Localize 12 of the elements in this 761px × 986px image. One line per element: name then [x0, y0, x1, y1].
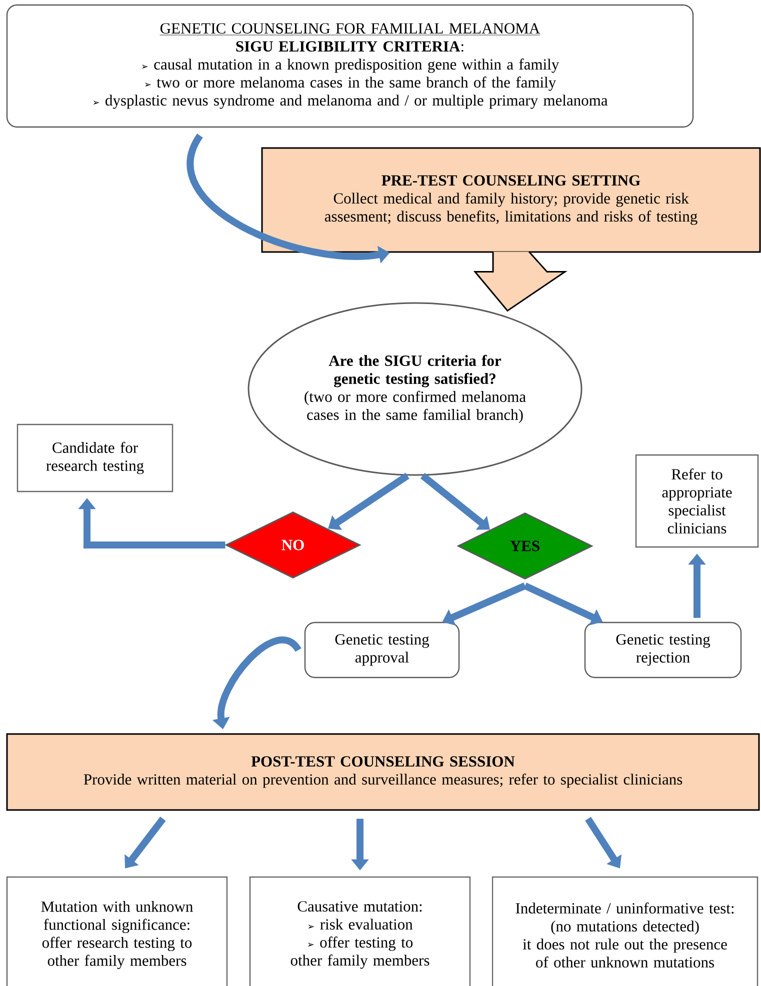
outcome-box: Refer to appropriate specialist clinicians	[635, 454, 759, 548]
process-box: Genetic testing approval	[304, 622, 460, 678]
outcome-box: Candidate for research testing	[16, 424, 174, 492]
outcome-box: Indeterminate / uninformative test: (no mutations detected) it does not rule out the presence of other unknown mutations	[492, 876, 758, 986]
process-box: PRE-TEST COUNSELING SETTING Collect medical and family history; provide genetic risk assesment; discuss benefits, limitations and risks of testing	[261, 147, 761, 253]
outcome-box: Mutation with unknown functional significance: offer research testing to other family members	[6, 876, 228, 986]
block-arrow	[473, 251, 568, 312]
process-box: POST-TEST COUNSELING SESSION Provide written material on prevention and surveillance measures; refer to specialist clinicians	[6, 733, 760, 811]
process-box: Genetic testing rejection	[584, 622, 742, 678]
arrow	[420, 472, 490, 530]
outcome-box: Causative mutation: ➢ risk evaluation ➢ offer testing to other family members	[249, 876, 471, 986]
criteria-box: GENETIC COUNSELING FOR FAMILIAL MELANOMA SIGU ELIGIBILITY CRITERIA: ➢ causal mutation in a known predisposition gene within a family ➢ two or more melanoma cases in the same branch of the family ➢ dysplastic nevus syndrome and melanoma and / or multiple primary melanoma	[6, 4, 694, 128]
